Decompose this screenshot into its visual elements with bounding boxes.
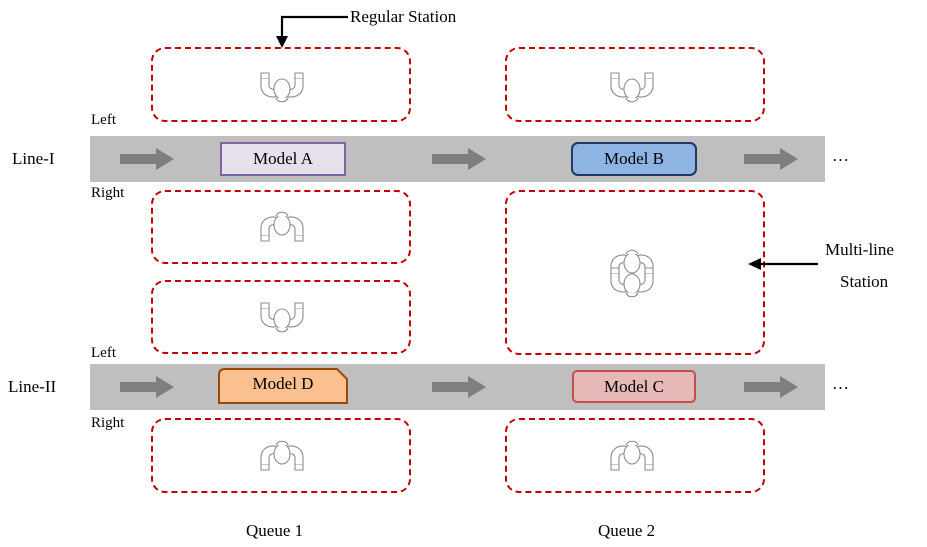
worker-top-view-icon [260, 302, 304, 333]
model-d-shape [218, 368, 348, 404]
worker-top-view-icon [260, 440, 304, 471]
station-line-1-left-queue-1 [151, 47, 411, 122]
station-line-2-right-queue-1 [151, 418, 411, 493]
right-arrow-icon [432, 376, 486, 398]
line-1-label: Line-I [12, 149, 55, 168]
line-1-left-label: Left [91, 112, 116, 128]
worker-top-view-icon [610, 72, 654, 103]
model-b-box: Model B [571, 142, 697, 176]
line-1-continuation: … [832, 146, 849, 165]
right-arrow-icon [432, 148, 486, 170]
model-d-box: Model D [252, 374, 314, 393]
right-arrow-icon [120, 376, 174, 398]
line-2-left-label: Left [91, 345, 116, 361]
worker-top-view-icon [260, 211, 304, 242]
regular-station-label: Regular Station [350, 7, 457, 26]
station-multi-line-queue-2 [505, 190, 765, 355]
line-2-label: Line-II [8, 377, 57, 396]
right-arrow-icon [120, 148, 174, 170]
line-1-right-label: Right [91, 185, 125, 201]
multiline-station-label-line2: Station [840, 272, 889, 291]
line-2-right-label: Right [91, 415, 125, 431]
right-arrow-icon [744, 376, 798, 398]
right-arrow-icon [744, 148, 798, 170]
worker-top-view-icon [260, 72, 304, 103]
station-line-2-right-queue-2 [505, 418, 765, 493]
worker-top-view-icon [610, 267, 654, 298]
queue-1-label: Queue 1 [246, 521, 304, 540]
line-2-continuation: … [832, 374, 849, 393]
queue-2-label: Queue 2 [598, 521, 656, 540]
station-line-1-right-queue-1 [151, 190, 411, 264]
model-a-box: Model A [220, 142, 346, 176]
station-line-2-left-queue-1 [151, 280, 411, 354]
station-line-1-left-queue-2 [505, 47, 765, 122]
pointer-arrow-icon [276, 15, 348, 48]
model-c-box: Model C [572, 370, 696, 403]
multiline-station-label-line1: Multi-line [825, 240, 894, 259]
pointer-arrow-icon [748, 258, 818, 270]
worker-top-view-icon [610, 440, 654, 471]
